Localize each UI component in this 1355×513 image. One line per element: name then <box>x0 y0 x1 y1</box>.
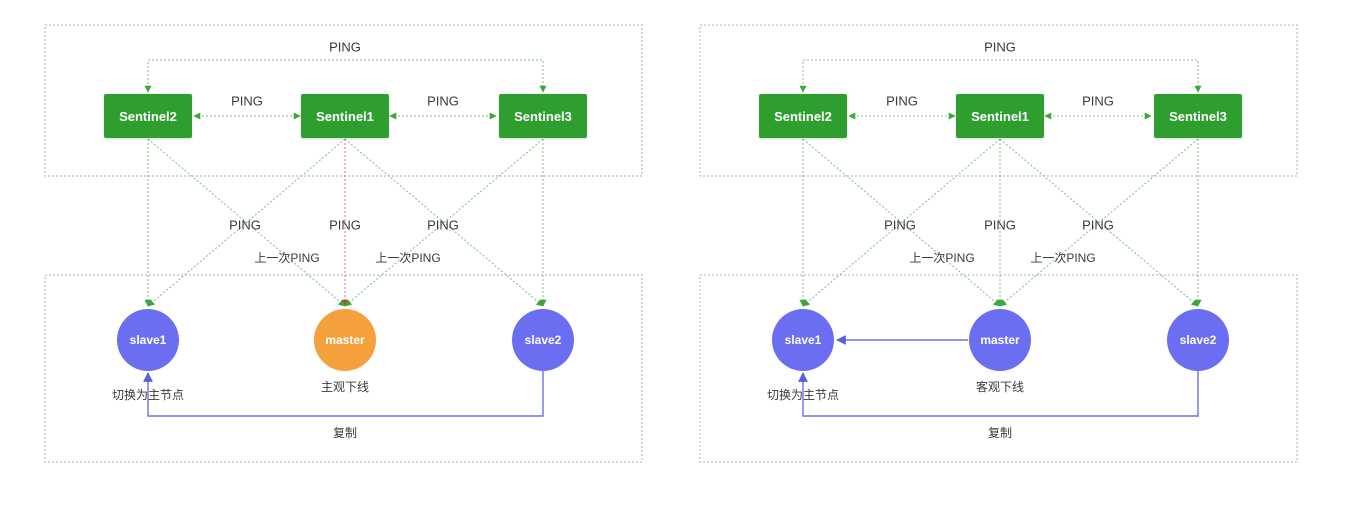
sentinel-group-box <box>699 24 1298 177</box>
master-label: master <box>980 332 1020 347</box>
slave1-node: slave1 <box>772 309 834 371</box>
slave1-label: slave1 <box>784 332 822 347</box>
master-caption: 客观下线 <box>975 380 1025 394</box>
last-ping-label-left: 上一次PING <box>909 251 975 265</box>
slave2-label: slave2 <box>1179 332 1217 347</box>
sentinel3-node: Sentinel3 <box>1154 94 1242 138</box>
sentinel3-master-ping-line <box>344 138 544 307</box>
ping-label-right: PING <box>427 217 459 233</box>
sentinel3-node: Sentinel3 <box>499 94 587 138</box>
master-caption: 主观下线 <box>320 380 370 394</box>
sentinel1-slave1-ping-line <box>147 138 346 307</box>
slave2-node: slave2 <box>512 309 574 371</box>
ping-label-center: PING <box>329 217 361 233</box>
ping-label-s1-s3: PING <box>1082 93 1114 109</box>
slave2-node: slave2 <box>1167 309 1229 371</box>
top-ping-label: PING <box>984 39 1016 55</box>
slave2-label: slave2 <box>524 332 562 347</box>
top-ping-label: PING <box>329 39 361 55</box>
ping-label-s2-s1: PING <box>231 93 263 109</box>
last-ping-label-right: 上一次PING <box>375 251 441 265</box>
ping-label-center: PING <box>984 217 1016 233</box>
slave1-label: slave1 <box>129 332 167 347</box>
replication-label: 复制 <box>987 426 1013 440</box>
sentinel1-slave1-ping-line <box>802 138 1001 307</box>
slave1-caption: 切换为主节点 <box>111 388 185 402</box>
master-node: master <box>314 309 376 371</box>
sentinel2-sentinel3-ping-line <box>144 59 547 93</box>
sentinel2-node: Sentinel2 <box>104 94 192 138</box>
replication-label: 复制 <box>332 426 358 440</box>
last-ping-label-right: 上一次PING <box>1030 251 1096 265</box>
slave1-node: slave1 <box>117 309 179 371</box>
ping-label-left: PING <box>884 217 916 233</box>
master-label: master <box>325 332 365 347</box>
ping-label-s1-s3: PING <box>427 93 459 109</box>
ping-label-right: PING <box>1082 217 1114 233</box>
slave1-caption: 切换为主节点 <box>766 388 840 402</box>
sentinel1-node: Sentinel1 <box>956 94 1044 138</box>
ping-label-s2-s1: PING <box>886 93 918 109</box>
sentinel3-master-ping-line <box>999 138 1199 307</box>
master-node: master <box>969 309 1031 371</box>
replication-line <box>798 371 1199 417</box>
last-ping-label-left: 上一次PING <box>254 251 320 265</box>
sentinel2-sentinel3-ping-line <box>799 59 1202 93</box>
panel-objective-down: PING PING PING Sentinel2 Sentinel1 Senti… <box>655 0 1298 513</box>
connections-svg <box>699 24 1298 463</box>
sentinel2-node: Sentinel2 <box>759 94 847 138</box>
ping-label-left: PING <box>229 217 261 233</box>
connections-svg <box>44 24 643 463</box>
replication-line <box>143 371 544 417</box>
sentinel-group-box <box>44 24 643 177</box>
sentinel1-node: Sentinel1 <box>301 94 389 138</box>
panel-subjective-down: PING PING PING Sentinel2 Sentinel1 Senti… <box>0 0 643 513</box>
